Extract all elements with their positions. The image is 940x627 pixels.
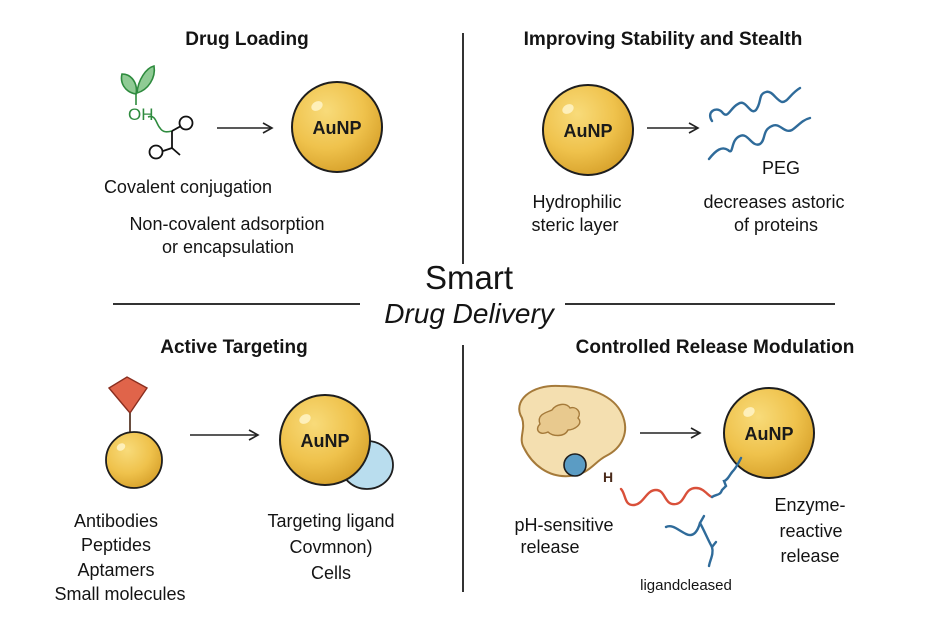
label-non-covalent-adsorption: Non-covalent adsorption — [129, 214, 325, 234]
aunp-label: AuNP — [564, 121, 613, 141]
label-ligand-cleased: ligandcleased — [640, 577, 732, 594]
panel-heading-stability: Improving Stability and Stealth — [523, 29, 803, 50]
label-covmnon: Covmnon) — [289, 537, 373, 557]
gold-nanoparticle: AuNP — [723, 387, 815, 479]
panel-heading-active-targeting: Active Targeting — [160, 337, 308, 358]
cell-icon — [518, 384, 627, 478]
label-peptides: Peptides — [80, 535, 152, 555]
label-ph-sensitive: pH-sensitive — [514, 515, 614, 535]
label-encapsulation: or encapsulation — [161, 237, 295, 257]
peg-label: PEG — [761, 158, 801, 178]
aunp-label: AuNP — [301, 431, 350, 451]
label-steric-layer: steric layer — [531, 215, 619, 235]
label-targeting-ligand: Targeting ligand — [267, 511, 395, 531]
label-reactive: reactive — [779, 521, 843, 541]
label-release-right: release — [780, 546, 840, 566]
cleaved-ligand-icon — [664, 514, 718, 568]
aunp-label: AuNP — [745, 424, 794, 444]
label-small-molecules: Small molecules — [54, 584, 186, 604]
gold-nanoparticle: AuNP — [542, 84, 634, 176]
diagram-subtitle: Drug Delivery — [384, 298, 554, 329]
panel-heading-drug-loading: Drug Loading — [185, 29, 309, 50]
targeting-ligand-icon — [107, 376, 149, 432]
ph-marker-label: H — [603, 469, 613, 485]
label-cells: Cells — [310, 563, 352, 583]
gold-nanoparticle: AuNP — [279, 394, 371, 486]
label-hydrophilic: Hydrophilic — [532, 192, 622, 212]
diagram-title: Smart — [424, 259, 514, 296]
drug-molecule-icon: OH — [120, 65, 194, 160]
label-release-left: release — [520, 537, 580, 557]
cleavable-linker-icon — [619, 456, 743, 507]
panel-heading-controlled-release: Controlled Release Modulation — [575, 337, 855, 358]
label-aptamers: Aptamers — [77, 560, 155, 580]
hydroxyl-label: OH — [128, 105, 154, 124]
label-of-proteins: of proteins — [733, 215, 819, 235]
aunp-label: AuNP — [313, 118, 362, 138]
label-decreases-astoric: decreases astoric — [703, 192, 845, 212]
gold-nanoparticle: AuNP — [291, 81, 383, 173]
gold-nanoparticle-small — [105, 431, 163, 489]
peg-polymer-icon — [707, 86, 812, 161]
label-antibodies: Antibodies — [73, 511, 159, 531]
label-covalent-conjugation: Covalent conjugation — [103, 177, 273, 197]
label-enzyme: Enzyme- — [774, 495, 846, 515]
